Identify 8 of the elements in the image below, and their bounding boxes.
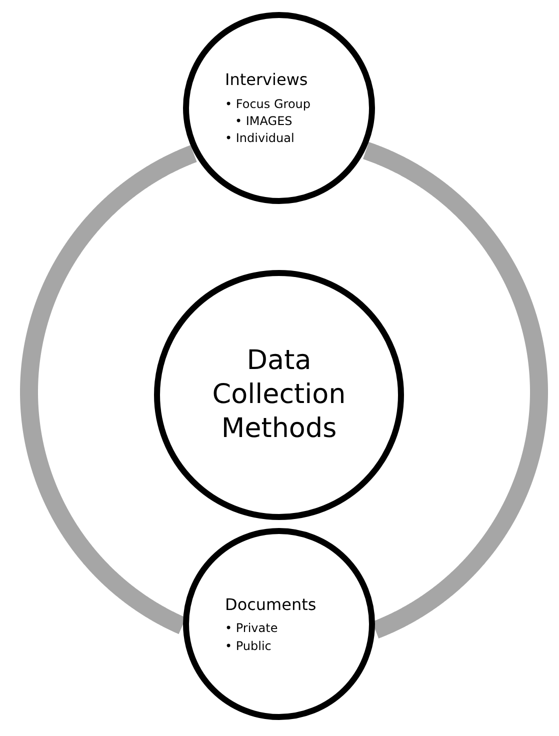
node-heading: Documents — [225, 594, 316, 616]
node-heading: Interviews — [225, 69, 308, 92]
bullet-item: • Public — [225, 638, 272, 655]
center-title: Data Collection Methods — [211, 344, 347, 446]
bullet-item: • Focus Group — [225, 96, 311, 112]
bullet-item: • Individual — [225, 130, 294, 148]
bullet-item: • IMAGES — [235, 112, 292, 130]
bullet-item: • Private — [225, 620, 278, 638]
